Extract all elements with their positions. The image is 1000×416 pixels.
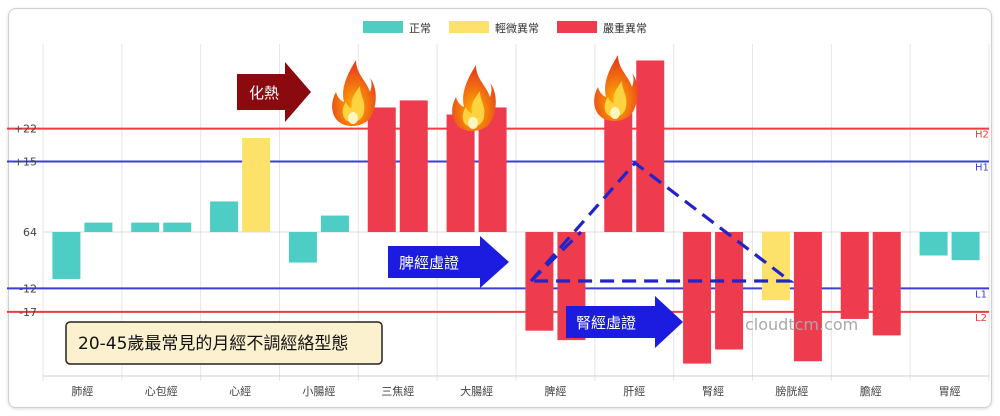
x-tick-label: 胃經 [939, 384, 961, 398]
x-tick-label: 心包經 [145, 384, 178, 398]
x-tick-label: 肝經 [623, 384, 645, 398]
bar-right [715, 232, 744, 350]
x-tick-label: 三焦經 [381, 384, 414, 398]
y-tick-label: -17 [19, 306, 37, 319]
reference-line-label: L1 [975, 289, 987, 300]
note-text: 20-45歲最常見的月經不調經絡型態 [78, 334, 348, 354]
x-tick-label: 小腸經 [302, 384, 335, 398]
y-tick-label: 64 [23, 226, 37, 239]
bar-right [951, 232, 980, 261]
y-tick-label: -12 [19, 282, 37, 295]
bar-right [636, 60, 665, 233]
x-tick-label: 膀胱經 [775, 384, 808, 398]
bar-left [52, 232, 81, 279]
x-tick-label: 腎經 [702, 384, 724, 398]
bar-right [242, 138, 271, 232]
bar-left [761, 232, 790, 301]
bar-right [872, 232, 901, 336]
spleen-label: 脾經虛證 [399, 254, 459, 272]
flame-core [610, 107, 620, 119]
kidney-deficiency-arrow: 腎經虛證 [566, 296, 683, 348]
bars [52, 60, 980, 364]
flame-inner [342, 86, 365, 122]
legend-label: 輕微異常 [495, 21, 539, 35]
bar-right [163, 222, 192, 232]
bar-left [919, 232, 948, 256]
grid [42, 44, 990, 381]
flame-icon [594, 55, 638, 121]
flame-icon [452, 65, 496, 131]
x-tick-label: 心經 [229, 384, 251, 398]
bar-right [84, 222, 113, 232]
y-tick-label: +22 [14, 123, 37, 136]
x-tick-label: 大腸經 [460, 384, 493, 398]
x-tick-label: 膽經 [860, 384, 882, 398]
flame-core [468, 117, 478, 129]
x-tick-label: 肺經 [71, 384, 93, 398]
x-axis: 肺經 心包經 心經 小腸經 三焦經 大腸經 脾經 肝經 腎經 膀胱經 膽經 胃經 [71, 384, 960, 398]
flame-icon [332, 60, 376, 126]
bar-left [446, 114, 475, 232]
x-tick-label: 脾經 [544, 384, 566, 398]
legend-swatch [557, 21, 597, 33]
reference-line-label: H1 [975, 163, 989, 174]
dashed-triangle [527, 160, 795, 283]
flame-inner [462, 91, 485, 127]
bar-left [210, 201, 239, 232]
watermark: cloudtcm.com [745, 315, 858, 334]
heat-arrow: 化熱 [237, 62, 311, 122]
bar-left [367, 107, 396, 232]
y-axis: +22 +15 64 -12 -17 [14, 123, 37, 319]
bar-left [131, 222, 160, 232]
legend-swatch [449, 21, 489, 33]
flame-inner [604, 81, 627, 117]
bar-right [399, 100, 428, 233]
legend-swatch [363, 21, 403, 33]
bar-right [793, 232, 822, 362]
reference-line-label: L2 [975, 313, 987, 324]
bar-left [604, 109, 633, 232]
bar-left [840, 232, 869, 319]
heat-label: 化熱 [249, 84, 279, 102]
reference-line-label: H2 [975, 130, 989, 141]
flame-core [348, 112, 358, 124]
bar-left [288, 232, 317, 263]
legend-label: 嚴重異常 [603, 21, 647, 35]
kidney-label: 腎經虛證 [576, 314, 636, 332]
y-tick-label: +15 [14, 156, 37, 169]
legend-label: 正常 [409, 22, 431, 35]
bar-left [683, 232, 712, 364]
legend: 正常 輕微異常 嚴重異常 [363, 21, 647, 35]
bar-right [320, 215, 349, 232]
note-box: 20-45歲最常見的月經不調經絡型態 [65, 321, 383, 365]
spleen-deficiency-arrow: 脾經虛證 [388, 236, 509, 288]
